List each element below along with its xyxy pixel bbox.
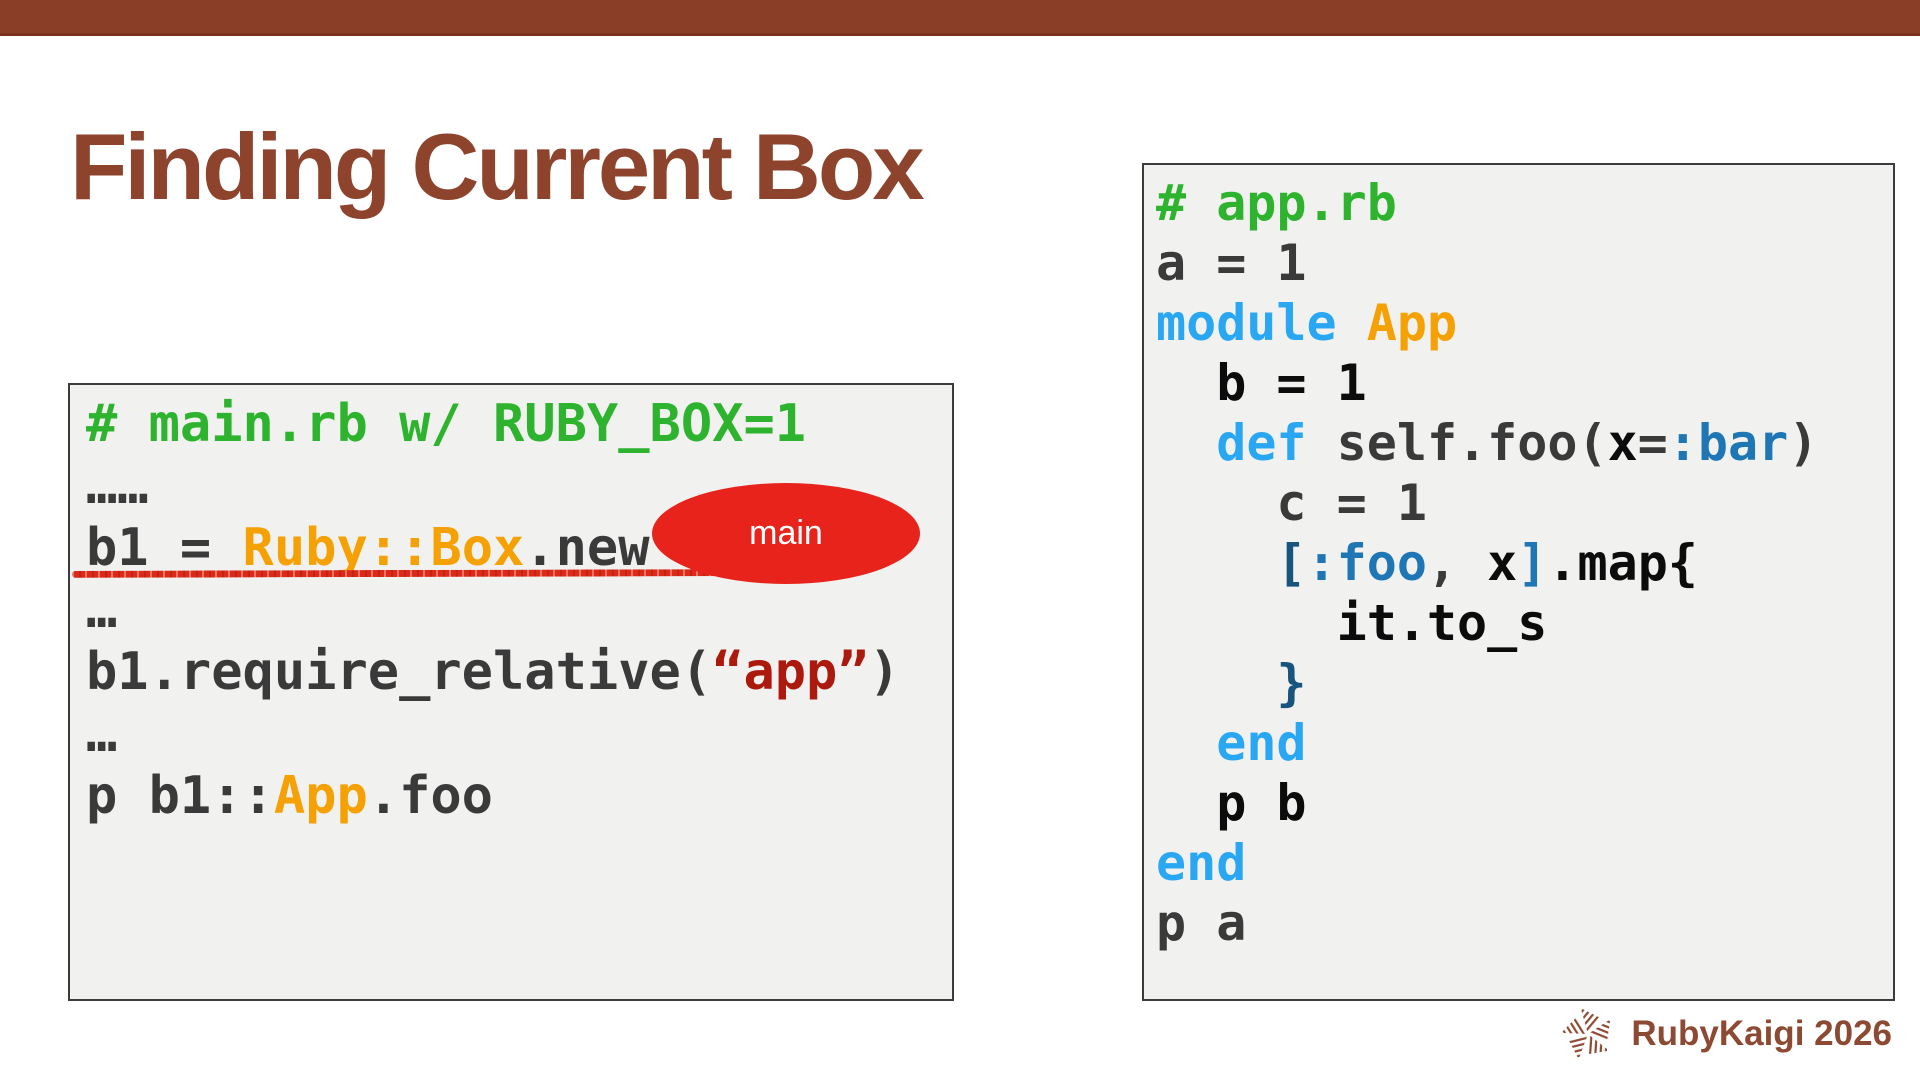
main-rb-code: # main.rb w/ RUBY_BOX=1……b1 = Ruby::Box.… — [86, 393, 936, 827]
code-line: module App — [1156, 294, 1458, 352]
code-line: c = 1 — [1156, 474, 1427, 532]
main-box-annotation: main — [652, 483, 920, 584]
code-line: b1 = Ruby::Box.new — [86, 518, 650, 578]
code-line: … — [86, 580, 118, 640]
main-rb-code-box: # main.rb w/ RUBY_BOX=1……b1 = Ruby::Box.… — [68, 383, 954, 1001]
code-line: it.to_s — [1156, 594, 1548, 652]
code-line: end — [1216, 714, 1307, 772]
code-line: def self.foo(x=:bar) — [1216, 414, 1819, 472]
code-line: p a — [1156, 894, 1247, 952]
code-line: # app.rb — [1156, 174, 1397, 232]
slide-title: Finding Current Box — [70, 114, 925, 219]
code-line: b1.require_relative(“app”) — [86, 642, 900, 702]
code-line: p b — [1216, 774, 1307, 832]
code-line: # main.rb w/ RUBY_BOX=1 — [86, 394, 807, 454]
code-line: [:foo, x].map{ — [1276, 534, 1698, 592]
code-line: } — [1156, 654, 1307, 712]
code-line: … — [86, 704, 118, 764]
code-line: end — [1156, 834, 1247, 892]
rubykaigi-pinwheel-icon — [1561, 1008, 1611, 1060]
code-line: b = 1 — [1216, 354, 1367, 412]
rubykaigi-logo: RubyKaigi 2026 — [1559, 1004, 1892, 1064]
code-line: p b1::App.foo — [86, 766, 493, 826]
code-line: …… — [86, 456, 149, 516]
slide-accent-bar — [0, 0, 1920, 36]
code-line: a = 1 — [1156, 234, 1307, 292]
rubykaigi-logo-text: RubyKaigi 2026 — [1631, 1014, 1892, 1053]
main-box-annotation-label: main — [749, 514, 823, 552]
